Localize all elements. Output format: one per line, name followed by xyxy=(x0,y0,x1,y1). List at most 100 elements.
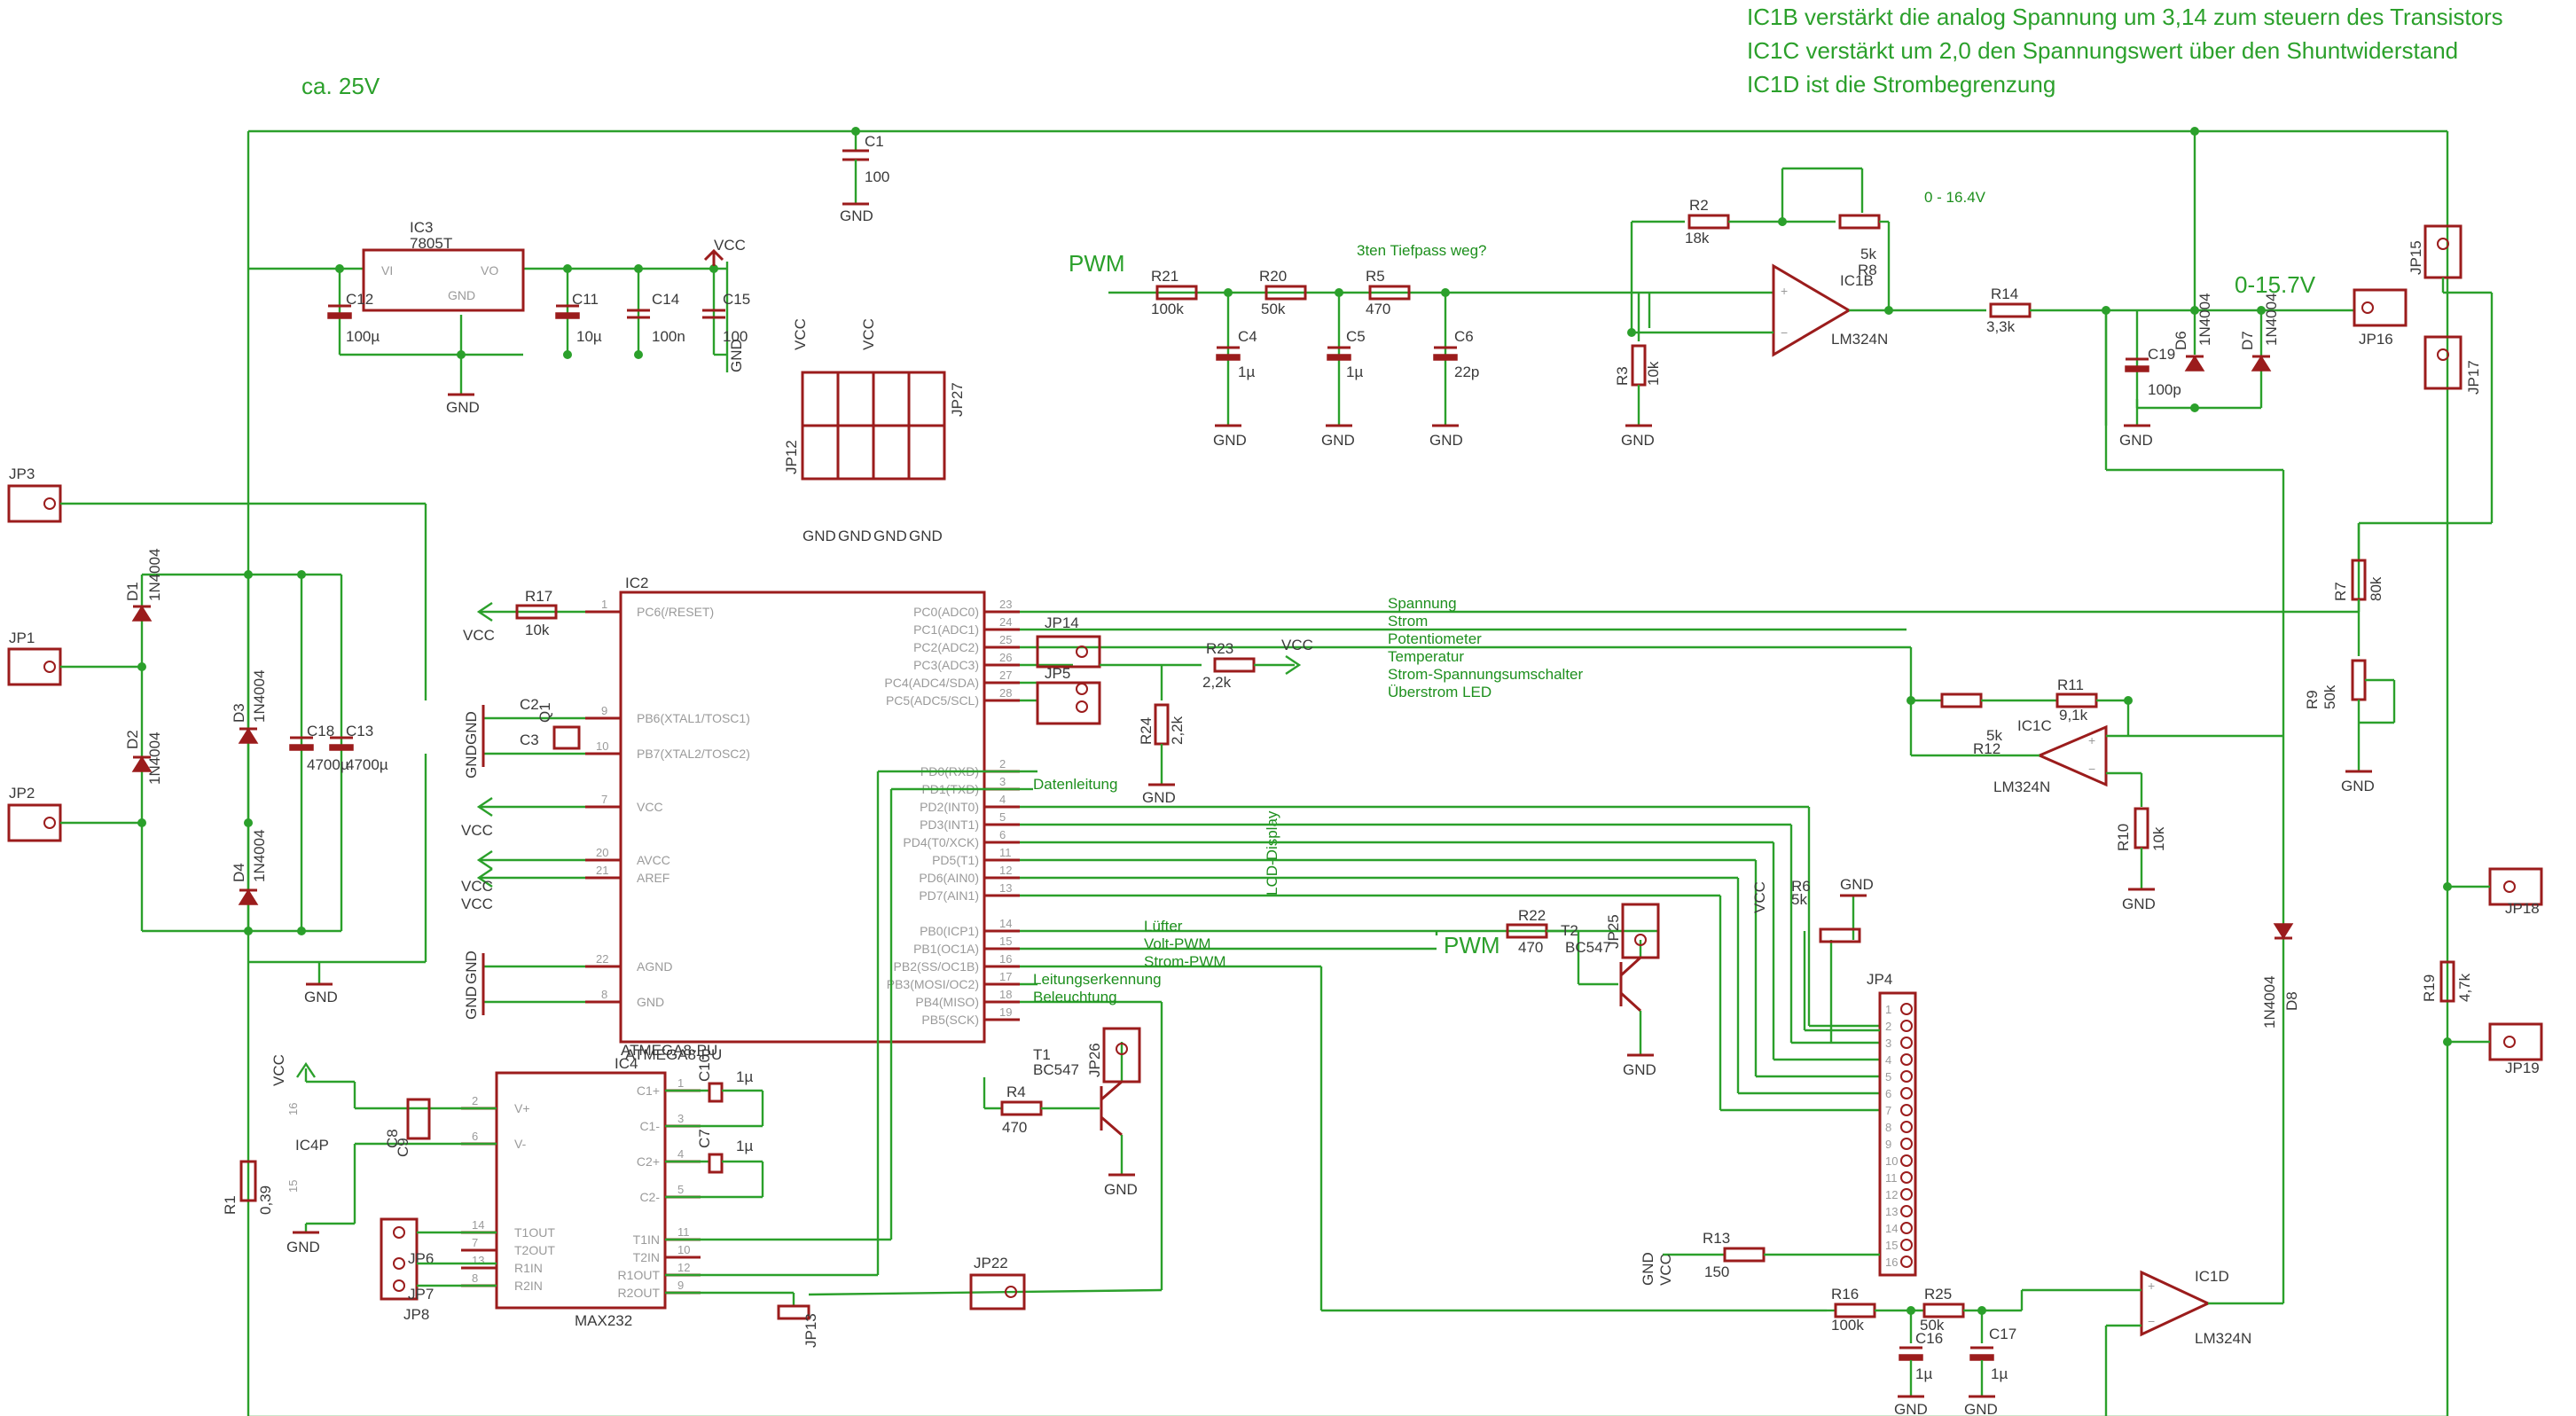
gnd-r13: GND xyxy=(1640,1252,1656,1286)
label-tiefpass: 3ten Tiefpass weg? xyxy=(1357,242,1486,259)
ic3-vi: VI xyxy=(381,263,393,278)
label-d2: D2 xyxy=(124,730,141,749)
value-d2: 1N4004 xyxy=(146,731,163,785)
jp4-pin-number: 5 xyxy=(1885,1070,1891,1084)
label-jp2: JP2 xyxy=(9,785,35,802)
value-r11: 9,1k xyxy=(2059,707,2088,724)
ic4-pin-number: 11 xyxy=(677,1225,690,1239)
vcc-jp-1: VCC xyxy=(792,318,809,350)
signal-beleuchtung: Beleuchtung xyxy=(1033,989,1117,1005)
jp4-pin xyxy=(1900,1256,1913,1268)
value-r7: 80k xyxy=(2368,576,2384,601)
label-jp4: JP4 xyxy=(1867,971,1892,988)
value-c18: 4700µ xyxy=(307,756,349,773)
gnd-rectifier: GND xyxy=(304,989,338,1005)
ic2-pin-name: PB5(SCK) xyxy=(921,1013,979,1027)
range-1: 0 - 16.4V xyxy=(1924,189,1986,206)
value-r12: 5k xyxy=(1986,727,2002,744)
ic2-pin-number: 28 xyxy=(999,686,1012,700)
jp4-pin-number: 4 xyxy=(1885,1053,1891,1067)
ic2-left-wiring: VCC R17 10k VCC VCC VCC GND GND GND GND … xyxy=(461,588,585,1020)
note-ic1c: IC1C verstärkt um 2,0 den Spannungswert … xyxy=(1747,37,2458,64)
ic1b-plus: + xyxy=(1781,284,1788,298)
ic2-right-pins: PC0(ADC0)23PC1(ADC1)24PC2(ADC2)25PC3(ADC… xyxy=(884,598,1020,1027)
capacitor-c5: C5 1µ GND xyxy=(1321,328,1366,449)
ic2-pinnum-1: 1 xyxy=(601,598,607,611)
ic2-pin-name: PB1(OC1A) xyxy=(913,942,979,956)
label-c13: C13 xyxy=(346,723,373,739)
value-ic2: ATMEGA8-PU xyxy=(625,1046,722,1063)
ic2-pin-name: PD3(INT1) xyxy=(920,818,979,832)
gnd-c16: GND xyxy=(1894,1401,1928,1416)
vcc-r23: VCC xyxy=(1281,637,1313,653)
output-stage: R14 3,3k 0-15.7V xyxy=(1986,271,2354,931)
gnd-agnd: GND xyxy=(463,951,480,984)
gnd-r10: GND xyxy=(2122,896,2156,912)
ic4-pin-name: T2IN xyxy=(633,1250,660,1264)
label-d1: D1 xyxy=(124,582,141,601)
ic2-pin-pb7: PB7(XTAL2/TOSC2) xyxy=(637,747,750,761)
ic2-pin-name: PB3(MOSI/OC2) xyxy=(887,977,979,991)
label-r23: R23 xyxy=(1206,640,1233,657)
label-ic1d: IC1D xyxy=(2195,1268,2229,1285)
signal-strom-spannungsumschalter: Strom-Spannungsumschalter xyxy=(1388,666,1584,683)
ic2-pin-number: 14 xyxy=(999,917,1012,930)
ic2-pin-pb6: PB6(XTAL1/TOSC1) xyxy=(637,711,750,725)
label-ic1b: IC1B xyxy=(1840,272,1874,289)
label-ic4: IC4 xyxy=(615,1055,638,1072)
ic2-pin-name: PB4(MISO) xyxy=(915,995,979,1009)
value-c11: 10µ xyxy=(576,328,602,345)
ic2-pin-name: PC5(ADC5/SCL) xyxy=(886,693,979,708)
jp4-pin xyxy=(1900,1171,1913,1184)
value-d3: 1N4004 xyxy=(251,669,268,723)
label-c18: C18 xyxy=(307,723,334,739)
label-r12: R12 xyxy=(1973,740,2001,757)
value-c17: 1µ xyxy=(1991,1365,2008,1382)
label-r25: R25 xyxy=(1924,1286,1952,1303)
gnd-c17: GND xyxy=(1964,1401,1998,1416)
signal-ueberstrom-led: Überstrom LED xyxy=(1388,684,1492,700)
ic2-pin-pc6: PC6(/RESET) xyxy=(637,605,714,619)
capacitor-c18: C18 4700µ xyxy=(289,723,349,773)
ic4-pin-name: T2OUT xyxy=(514,1243,555,1257)
gnd-c4: GND xyxy=(1213,432,1247,449)
jp4-pin-number: 7 xyxy=(1885,1104,1891,1117)
label-c2: C2 xyxy=(520,696,539,713)
value-t1: BC547 xyxy=(1033,1061,1079,1078)
ic4-pin-number: 3 xyxy=(677,1112,684,1125)
label-c9: C9 xyxy=(395,1138,411,1157)
vcc-r6: VCC xyxy=(1751,881,1768,913)
label-d4: D4 xyxy=(231,863,247,882)
signal-leitungserkennung: Leitungserkennung xyxy=(1033,971,1162,988)
jp4-pin xyxy=(1900,1104,1913,1116)
jp4-pin-number: 8 xyxy=(1885,1121,1891,1134)
ic4-pin-name: C2+ xyxy=(637,1154,660,1169)
value-d7: 1N4004 xyxy=(2263,293,2280,346)
jp4-pin-number: 12 xyxy=(1885,1188,1898,1201)
signal-luefter: Lüfter xyxy=(1144,918,1183,935)
ic4-pin-number: 12 xyxy=(677,1261,690,1274)
ic4-pin-number: 8 xyxy=(472,1271,478,1285)
capacitor-c11: C11 10µ xyxy=(555,291,602,345)
label-r17: R17 xyxy=(525,588,552,605)
value-r9: 50k xyxy=(2322,685,2338,709)
ic1d-minus: − xyxy=(2148,1314,2155,1328)
label-ic1c: IC1C xyxy=(2017,717,2052,734)
ic2-pinnum-9: 9 xyxy=(601,704,607,717)
note-ic1d: IC1D ist die Strombegrenzung xyxy=(1747,71,2055,98)
capacitor-c12: C12 100µ xyxy=(327,291,380,345)
ic1d-plus: + xyxy=(2148,1279,2155,1293)
jp4-pin xyxy=(1900,1239,1913,1251)
opamp-ic1d: IC1D LM324N + − xyxy=(2020,931,2285,1416)
value-r23: 2,2k xyxy=(1202,674,1232,691)
gnd-gnd: GND xyxy=(463,986,480,1020)
label-c19: C19 xyxy=(2148,346,2175,363)
jp4-pin xyxy=(1900,1070,1913,1083)
value-r22: 470 xyxy=(1518,939,1543,956)
ic2-pin-name: PC1(ADC1) xyxy=(913,622,979,637)
value-t2: BC547 xyxy=(1565,939,1611,956)
label-c17: C17 xyxy=(1989,1326,2016,1342)
signal-strom-pwm: Strom-PWM xyxy=(1144,953,1226,970)
label-d7: D7 xyxy=(2239,331,2256,350)
ic2-pinnum-10: 10 xyxy=(596,739,608,753)
